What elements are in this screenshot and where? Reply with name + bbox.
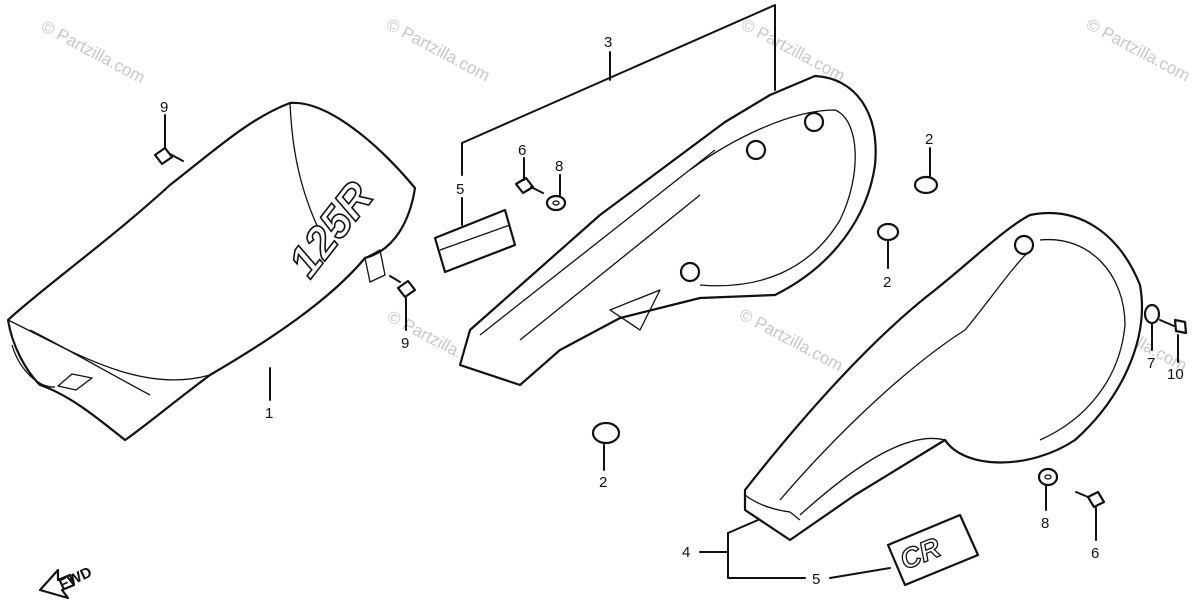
watermark: © Partzilla.com <box>38 17 148 88</box>
watermark: © Partzilla.com <box>736 305 846 376</box>
callout-3: 3 <box>604 34 612 51</box>
forward-arrow-icon: FWD <box>38 564 95 600</box>
callout-6-top: 6 <box>518 142 526 159</box>
callout-1: 1 <box>265 405 273 422</box>
watermark: © Partzilla.com <box>738 15 848 86</box>
watermark: © Partzilla.com <box>1083 15 1193 86</box>
callout-8-lower: 8 <box>1041 515 1049 532</box>
callout-2-a: 2 <box>925 131 933 148</box>
fwd-label: FWD <box>57 564 95 594</box>
side-cover-left <box>743 212 1144 542</box>
callout-10: 10 <box>1167 366 1184 383</box>
watermark: © Partzilla.com <box>383 15 493 86</box>
seat: 125R <box>6 101 417 442</box>
leader-lines <box>164 4 1179 579</box>
callout-7: 7 <box>1147 355 1155 372</box>
callout-6-lower: 6 <box>1091 545 1099 562</box>
callout-5-top: 5 <box>456 181 464 198</box>
callout-9-top: 9 <box>160 99 168 116</box>
callout-2-b: 2 <box>883 274 891 291</box>
callout-8-top: 8 <box>555 158 563 175</box>
hardware <box>153 146 1188 509</box>
callout-2-c: 2 <box>599 474 607 491</box>
decal-upper <box>433 208 517 274</box>
callout-4: 4 <box>682 544 690 561</box>
emblem-cr: CR <box>886 513 980 587</box>
callouts: 9 1 3 5 6 8 9 2 2 2 7 10 8 6 4 5 <box>160 34 1184 588</box>
callout-5-lower: 5 <box>812 571 820 588</box>
callout-9-mid: 9 <box>401 335 409 352</box>
side-cover-right <box>458 74 877 387</box>
